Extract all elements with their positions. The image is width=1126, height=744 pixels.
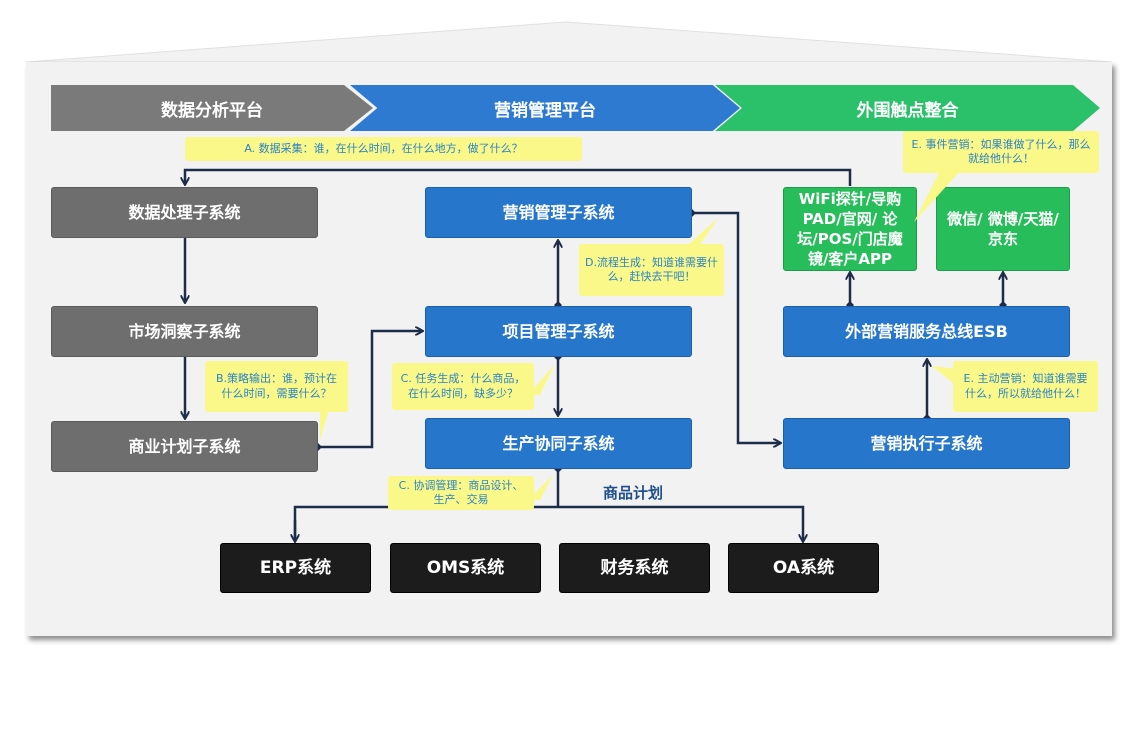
oa-system-label: OA系统	[772, 557, 835, 578]
note-c1-text: C. 任务生成：什么商品，在什么时间，缺多少？	[400, 372, 526, 400]
note-d-text: D.流程生成：知道谁需要什么，赶快去干吧！	[585, 255, 718, 283]
stage-data-analysis: 数据分析平台	[51, 85, 373, 131]
esb-bus-label: 外部营销服务总线ESB	[845, 321, 1008, 341]
note-c1-task: C. 任务生成：什么商品，在什么时间，缺多少？	[392, 363, 534, 410]
connector-plan-to-project	[318, 331, 422, 447]
marketing-mgmt-subsystem[interactable]: 营销管理子系统	[425, 187, 692, 238]
product-plan-label: 商品计划	[603, 484, 664, 502]
oms-system-label: OMS系统	[426, 557, 505, 578]
note-c2-coordination: C. 协调管理：商品设计、生产、交易	[388, 476, 534, 510]
stage-touchpoint: 外围触点整合	[715, 85, 1100, 131]
note-d-pointer	[688, 218, 718, 245]
business-plan-label: 商业计划子系统	[128, 436, 241, 456]
note-e2-pointer	[932, 366, 958, 387]
wifi-touchpoints-box[interactable]: WiFi探针/导购PAD/官网/ 论坛/POS/门店魔镜/客户APP	[783, 187, 917, 271]
finance-system[interactable]: 财务系统	[559, 543, 710, 593]
data-processing-label: 数据处理子系统	[128, 202, 241, 222]
marketing-execution-label: 营销执行子系统	[870, 433, 983, 453]
note-c2-pointer	[528, 475, 553, 500]
oa-system[interactable]: OA系统	[728, 543, 879, 593]
wechat-touchpoints-label: 微信/ 微博/天猫/京东	[947, 209, 1059, 248]
business-plan-subsystem[interactable]: 商业计划子系统	[51, 421, 318, 472]
note-c2-text: C. 协调管理：商品设计、生产、交易	[398, 478, 524, 506]
note-e2-text: E. 主动营销：知道谁需要什么，所以就给他什么！	[963, 372, 1088, 400]
note-a-text: A. 数据采集：谁，在什么时间，在什么地方，做了什么？	[244, 141, 523, 155]
note-e2-active: E. 主动营销：知道谁需要什么，所以就给他什么！	[953, 361, 1098, 412]
note-e1-text: E. 事件营销：如果谁做了什么，那么就给他什么！	[911, 137, 1091, 165]
project-mgmt-subsystem[interactable]: 项目管理子系统	[425, 306, 692, 357]
stage-data-analysis-label: 数据分析平台	[161, 100, 263, 121]
note-b-text: B.策略输出：谁，预计在什么时间，需要什么？	[215, 372, 338, 400]
note-b-strategy: B.策略输出：谁，预计在什么时间，需要什么？	[205, 361, 348, 412]
production-collab-label: 生产协同子系统	[502, 433, 615, 453]
note-c1-pointer	[528, 364, 555, 395]
connector-mktmgmt-to-execution	[692, 213, 780, 443]
stage-touchpoint-label: 外围触点整合	[856, 100, 959, 121]
stage-marketing-mgmt-label: 营销管理平台	[494, 100, 596, 121]
market-insight-subsystem[interactable]: 市场洞察子系统	[51, 306, 318, 357]
note-a-collect: A. 数据采集：谁，在什么时间，在什么地方，做了什么？	[185, 137, 582, 161]
wifi-touchpoints-label: WiFi探针/导购PAD/官网/ 论坛/POS/门店魔镜/客户APP	[797, 189, 903, 269]
oms-system[interactable]: OMS系统	[390, 543, 541, 593]
wechat-touchpoints-box[interactable]: 微信/ 微博/天猫/京东	[936, 187, 1070, 271]
market-insight-label: 市场洞察子系统	[128, 321, 241, 341]
stage-marketing-mgmt: 营销管理平台	[350, 85, 740, 131]
production-collab-subsystem[interactable]: 生产协同子系统	[425, 418, 692, 469]
finance-system-label: 财务系统	[600, 557, 669, 578]
erp-system-label: ERP系统	[259, 557, 332, 578]
note-e1-event: E. 事件营销：如果谁做了什么，那么就给他什么！	[903, 131, 1099, 173]
data-processing-subsystem[interactable]: 数据处理子系统	[51, 187, 318, 238]
note-d-process: D.流程生成：知道谁需要什么，赶快去干吧！	[579, 244, 724, 296]
marketing-execution-subsystem[interactable]: 营销执行子系统	[783, 418, 1070, 469]
erp-system[interactable]: ERP系统	[220, 543, 371, 593]
connector-collect	[185, 168, 852, 186]
note-e1-pointer	[914, 171, 960, 222]
project-mgmt-label: 项目管理子系统	[502, 321, 615, 341]
esb-bus[interactable]: 外部营销服务总线ESB	[783, 306, 1070, 357]
marketing-mgmt-label: 营销管理子系统	[502, 202, 615, 222]
